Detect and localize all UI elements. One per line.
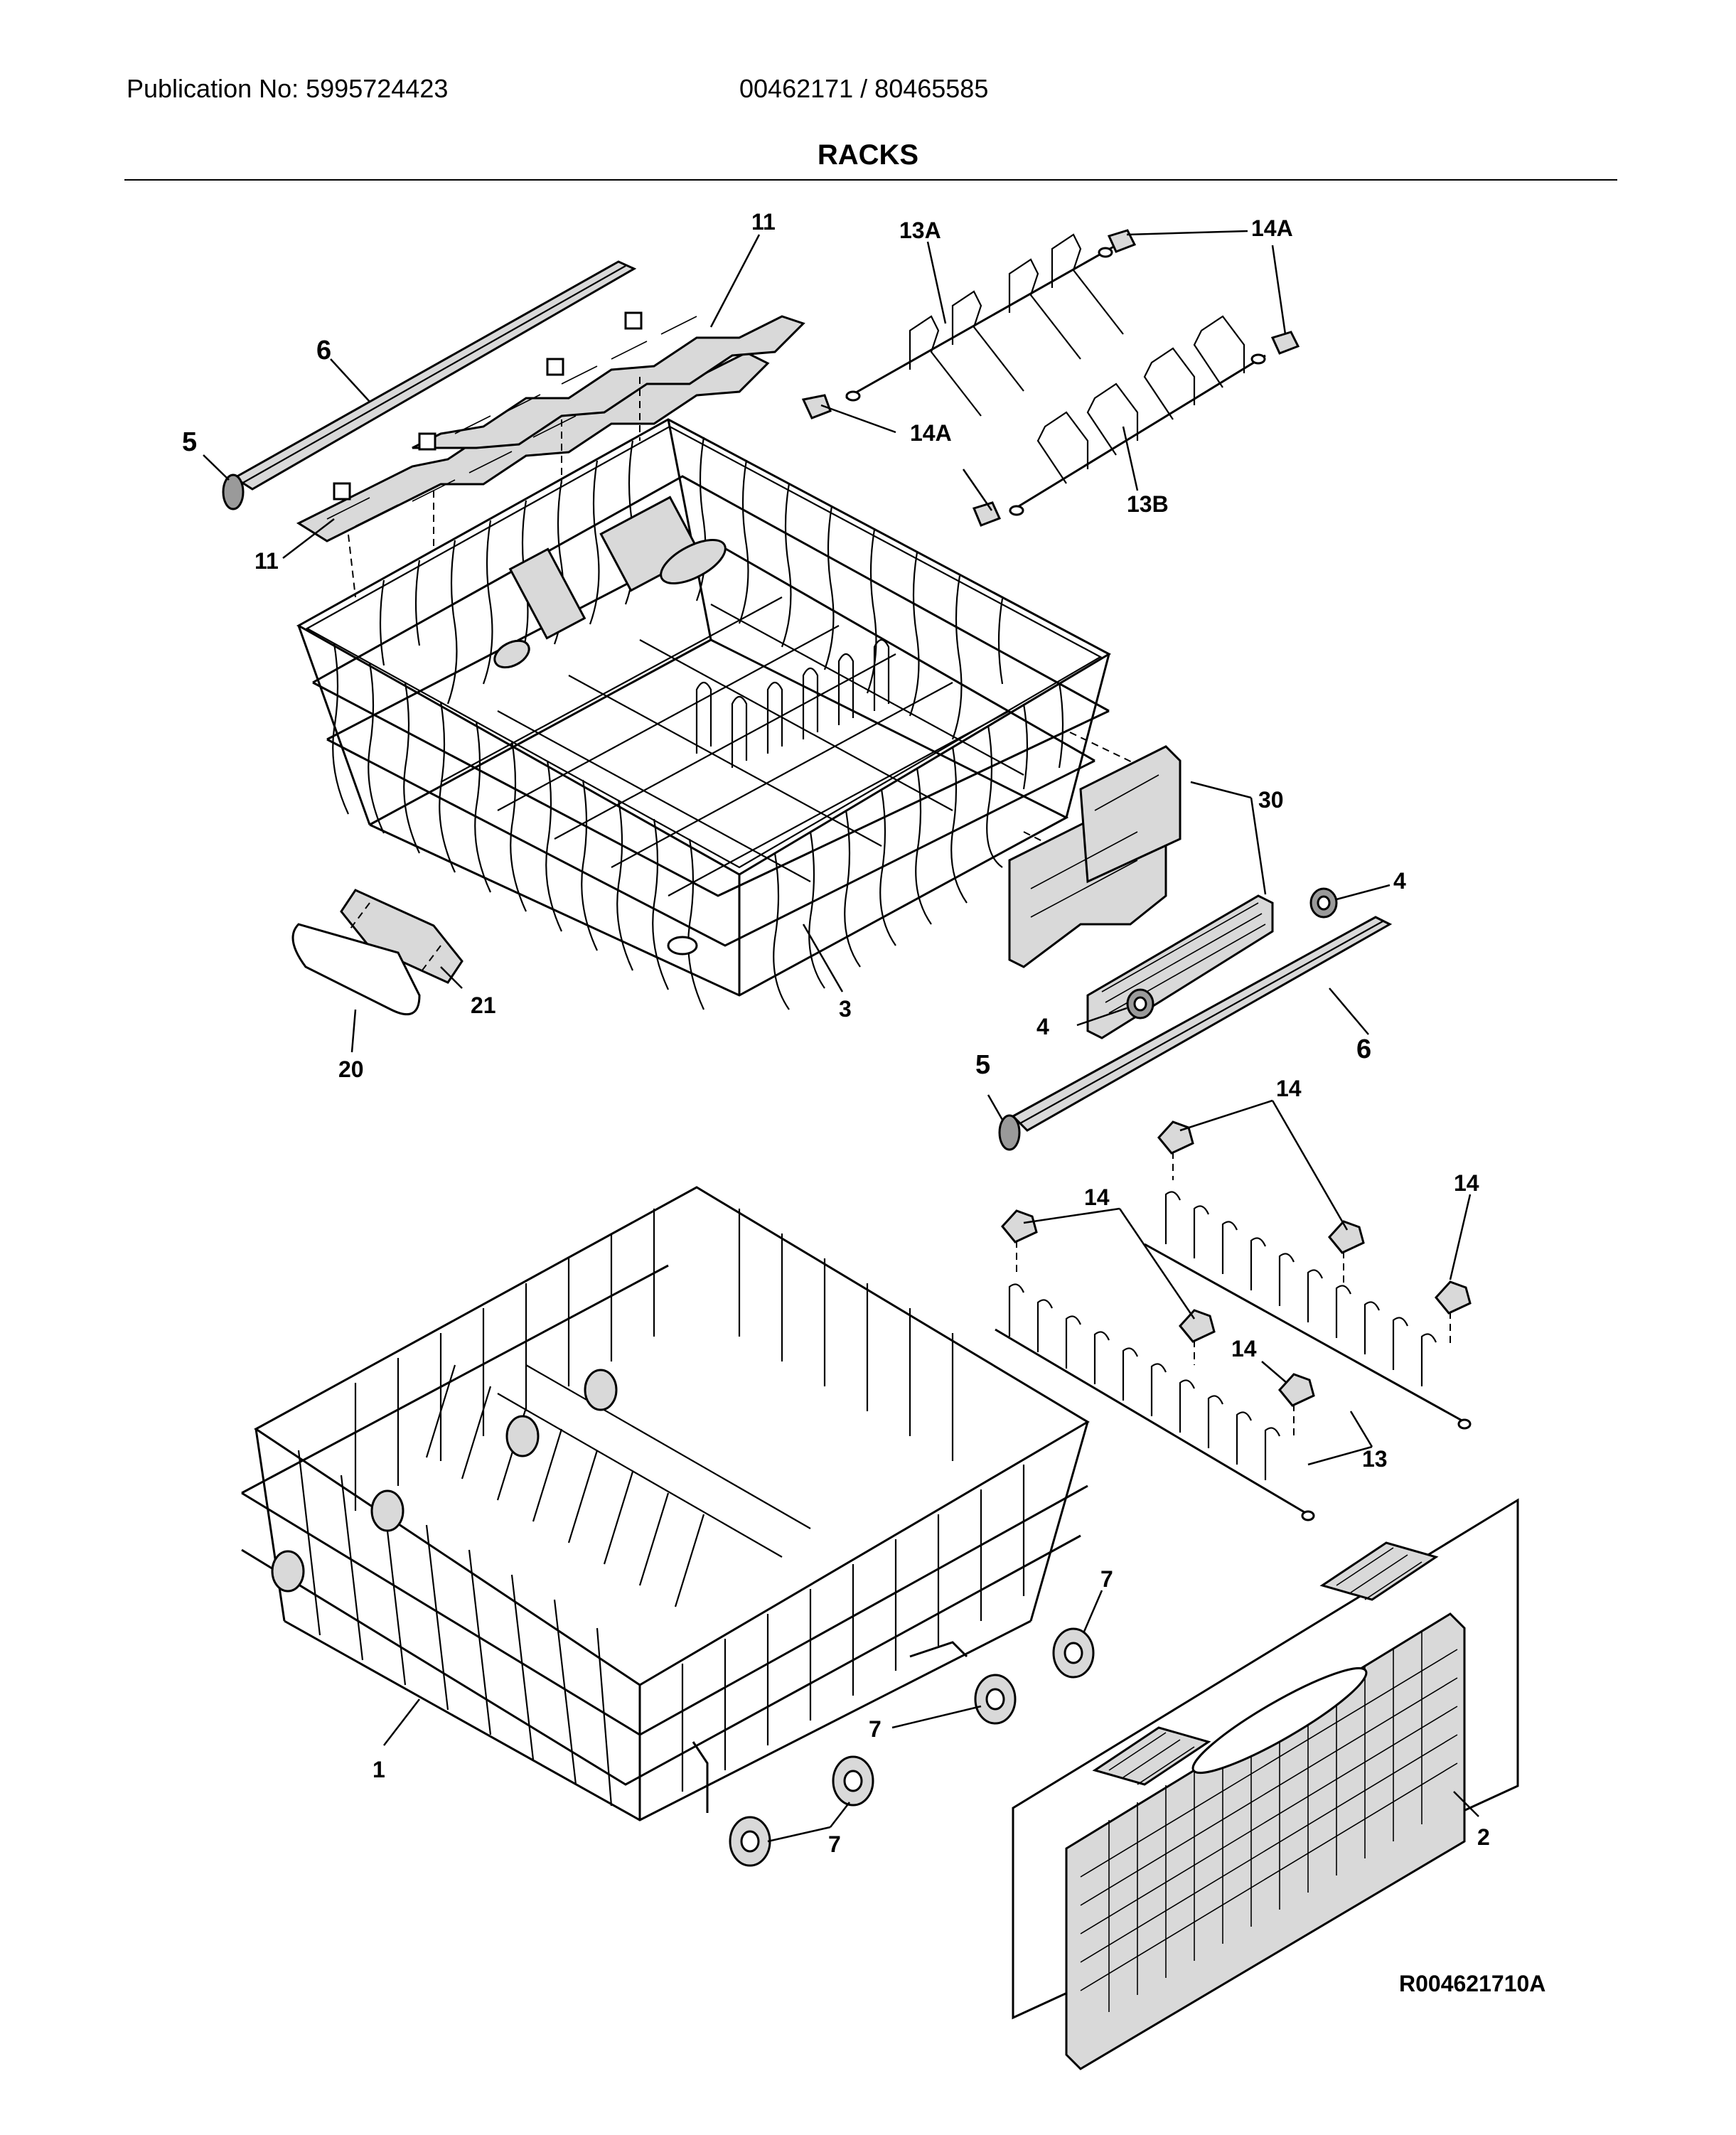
- silverware-basket: [1012, 1498, 1519, 2070]
- callout-14-c: 14: [1454, 1170, 1479, 1196]
- callout-11-top: 11: [751, 209, 776, 235]
- callout-7-a: 7: [1100, 1566, 1113, 1592]
- lower-rack: [241, 1186, 1090, 1821]
- callout-5-mid: 5: [975, 1050, 990, 1080]
- lower-wheels-7: [729, 1627, 1095, 1867]
- callout-4-right: 4: [1393, 868, 1406, 894]
- callout-5-top: 5: [182, 427, 197, 457]
- callout-14a-top: 14A: [1251, 215, 1293, 241]
- callout-13: 13: [1362, 1446, 1388, 1472]
- publication-number: Publication No: 5995724423: [127, 74, 449, 103]
- callout-13b: 13B: [1127, 491, 1169, 517]
- callout-1: 1: [373, 1757, 385, 1782]
- callout-4-bottom: 4: [1036, 1014, 1049, 1039]
- callout-6-top: 6: [316, 336, 331, 365]
- callout-14a-mid: 14A: [910, 420, 952, 446]
- rack-handle-20-21: [291, 889, 464, 1016]
- callout-7-c: 7: [828, 1831, 841, 1857]
- fold-down-tines-13a-13b: [801, 229, 1300, 527]
- callout-11-left: 11: [254, 548, 279, 574]
- callout-6-mid: 6: [1356, 1034, 1371, 1064]
- callout-13a: 13A: [899, 218, 941, 243]
- tine-rows-13: [995, 1120, 1472, 1521]
- rail-lower: [998, 916, 1393, 1151]
- model-numbers: 00462171 / 80465585: [739, 74, 989, 103]
- upper-rack: [296, 418, 1112, 1010]
- title-rule: [124, 179, 1617, 181]
- side-clips-30: [1008, 745, 1338, 1039]
- reference-code: R004621710A: [1399, 1971, 1546, 1996]
- page-title: RACKS: [817, 139, 919, 171]
- callout-3: 3: [839, 996, 852, 1022]
- cup-shelf-rail-top: [222, 260, 805, 598]
- callout-14-b: 14: [1084, 1184, 1110, 1210]
- callout-21: 21: [471, 992, 496, 1018]
- callout-7-b: 7: [869, 1716, 882, 1742]
- callout-20: 20: [338, 1056, 364, 1082]
- leader-lines: [203, 230, 1479, 1843]
- callout-30: 30: [1258, 787, 1284, 813]
- callout-14-d: 14: [1231, 1336, 1257, 1361]
- callout-14-a: 14: [1276, 1076, 1302, 1101]
- callout-2: 2: [1477, 1824, 1490, 1850]
